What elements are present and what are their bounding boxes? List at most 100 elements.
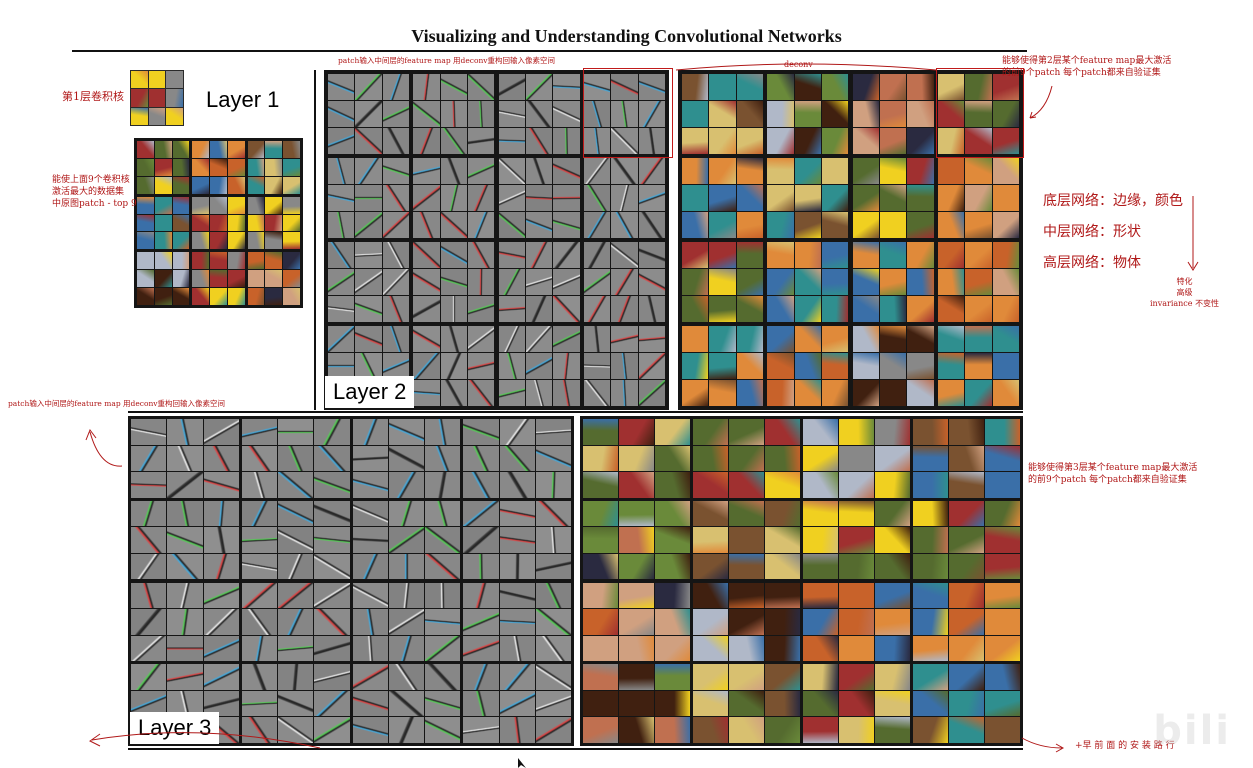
deconv-reconstruction-cell [388,553,424,580]
deconv-reconstruction-cell [413,74,440,100]
deconv-reconstruction-cell [463,690,499,717]
deconv-reconstruction-cell [413,101,440,127]
image-patch-cell [839,664,874,690]
image-patch-cell [619,472,654,498]
deconv-reconstruction-cell [583,101,611,127]
image-patch-cell [210,232,227,250]
image-patch-cell [767,158,794,184]
image-patch-cell [131,107,148,125]
image-patch-cell [803,664,838,690]
image-patch-cell [852,242,879,268]
image-patch-cell [879,242,907,268]
image-patch-cell [985,582,1020,609]
image-patch-cell [765,582,800,609]
image-patch-cell [619,717,654,743]
image-patch-cell [682,128,709,154]
image-patch-cell [965,353,992,379]
deconv-reconstruction-cell [611,380,638,406]
image-patch-cell [583,690,618,717]
arrow-bottom-left [91,732,321,749]
image-patch-cell [822,212,849,238]
image-patch-cell [210,176,227,194]
image-patch-cell [736,269,764,295]
deconv-reconstruction-cell [583,326,611,352]
deconv-reconstruction-cell [498,326,525,352]
deconv-reconstruction-cell [388,717,424,743]
image-patch-cell [709,326,736,352]
deconv-reconstruction-cell [388,664,424,690]
image-patch-cell [879,380,907,406]
image-patch-cell [879,128,907,154]
deconv-reconstruction-cell [413,326,440,352]
deconv-reconstruction-cell [131,527,167,553]
deconv-reconstruction-cell [553,128,580,154]
image-patch-cell [765,500,800,527]
deconv-reconstruction-cell [525,296,553,322]
layer1-label: Layer 1 [206,87,280,112]
deconv-reconstruction-cell [352,500,388,527]
image-patch-cell [803,553,838,580]
deconv-reconstruction-cell [525,380,553,406]
image-patch-cell [949,690,984,717]
image-patch-cell [767,212,794,238]
deconv-reconstruction-cell [463,419,499,445]
annotation-layer3-top9: 能够使得第3层某个feature map最大激活 的前9个patch 每个pat… [1028,462,1197,486]
deconv-reconstruction-cell [553,158,580,184]
image-patch-cell [822,128,849,154]
image-patch-cell [937,158,965,184]
image-patch-cell [839,609,874,635]
deconv-reconstruction-cell [498,380,525,406]
deconv-reconstruction-cell [611,326,638,352]
image-patch-cell [729,635,764,662]
image-patch-cell [247,158,265,176]
image-patch-cell [265,141,283,158]
image-patch-cell [875,582,910,609]
image-patch-cell [852,326,879,352]
image-patch-cell [767,242,794,268]
image-patch-cell [192,141,210,158]
image-patch-cell [682,74,709,100]
deconv-reconstruction-cell [425,472,461,498]
image-patch-cell [247,214,265,232]
deconv-reconstruction-cell [499,609,535,635]
deconv-reconstruction-cell [355,101,382,127]
image-patch-cell [765,664,800,690]
deconv-reconstruction-cell [314,582,350,609]
image-patch-cell [192,214,210,232]
image-patch-cell [729,419,764,445]
image-patch-cell [655,445,690,472]
deconv-reconstruction-cell [241,527,277,553]
deconv-reconstruction-cell [241,553,277,580]
image-patch-cell [210,158,227,176]
image-patch-cell [794,74,822,100]
image-patch-cell [803,609,838,635]
deconv-reconstruction-cell [314,527,350,553]
deconv-reconstruction-cell [167,582,203,609]
image-patch-cell [619,609,654,635]
deconv-reconstruction-cell [382,353,410,379]
image-patch-cell [265,176,283,194]
image-patch-cell [154,288,172,305]
deconv-reconstruction-cell [278,500,314,527]
annotation-layer3-deconv: patch输入中间层的feature map 用deconv重构回输入像素空间 [8,399,226,408]
image-patch-cell [765,553,800,580]
deconv-reconstruction-cell [314,553,350,580]
deconv-reconstruction-cell [525,269,553,295]
image-patch-cell [583,527,618,553]
deconv-reconstruction-cell [535,527,571,553]
image-patch-cell [619,527,654,553]
deconv-reconstruction-cell [535,553,571,580]
deconv-reconstruction-cell [553,101,580,127]
image-patch-cell [985,690,1020,717]
image-patch-cell [192,196,210,214]
image-patch-cell [172,252,190,270]
deconv-reconstruction-cell [241,445,277,472]
image-patch-cell [265,288,283,305]
deconv-reconstruction-cell [241,419,277,445]
image-patch-cell [965,101,992,127]
image-patch-cell [583,664,618,690]
deconv-reconstruction-cell [131,664,167,690]
deconv-reconstruction-cell [440,269,468,295]
deconv-reconstruction-cell [278,664,314,690]
image-patch-cell [965,128,992,154]
